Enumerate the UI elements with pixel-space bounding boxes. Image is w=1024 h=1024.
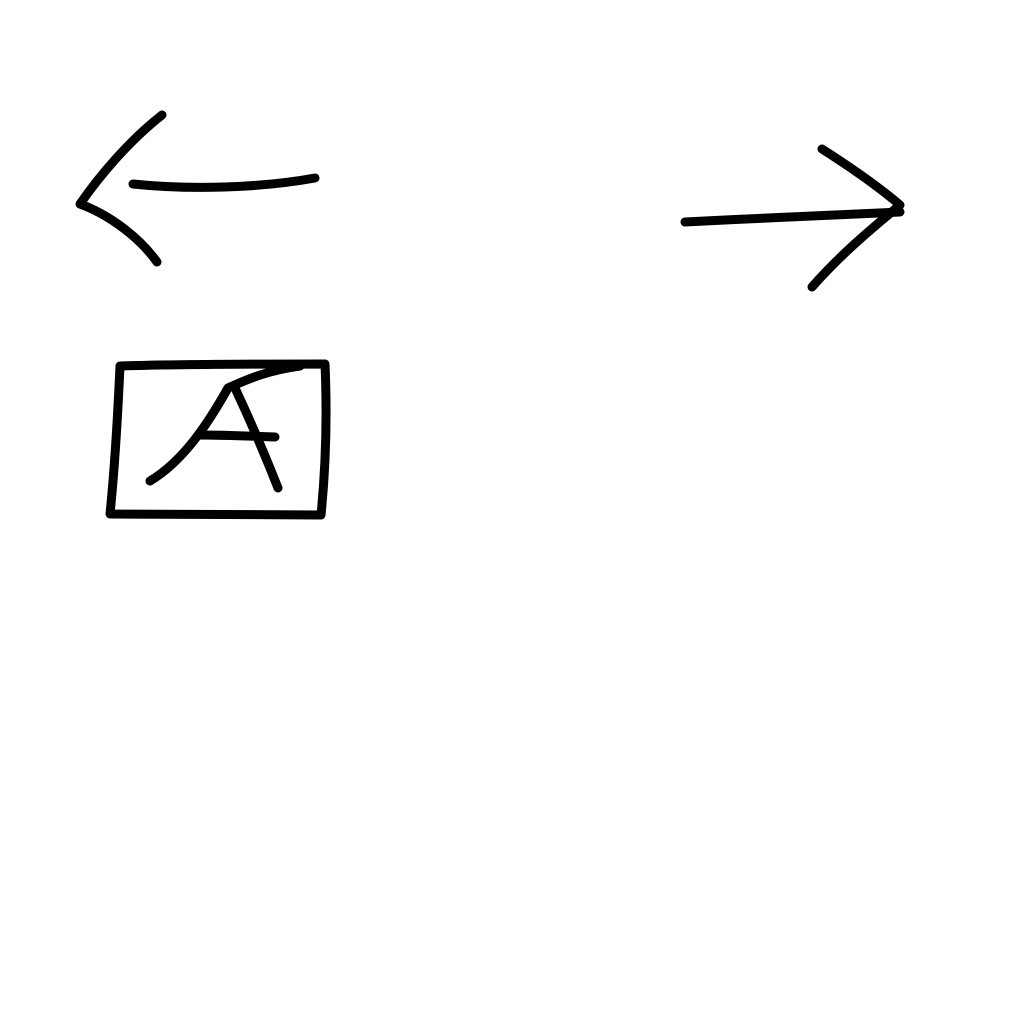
key-a-glyph	[145, 361, 305, 493]
right-arrow-icon	[680, 144, 905, 292]
key-a-box	[105, 359, 331, 520]
key-a	[105, 359, 331, 520]
left-arrow-icon	[75, 110, 320, 267]
